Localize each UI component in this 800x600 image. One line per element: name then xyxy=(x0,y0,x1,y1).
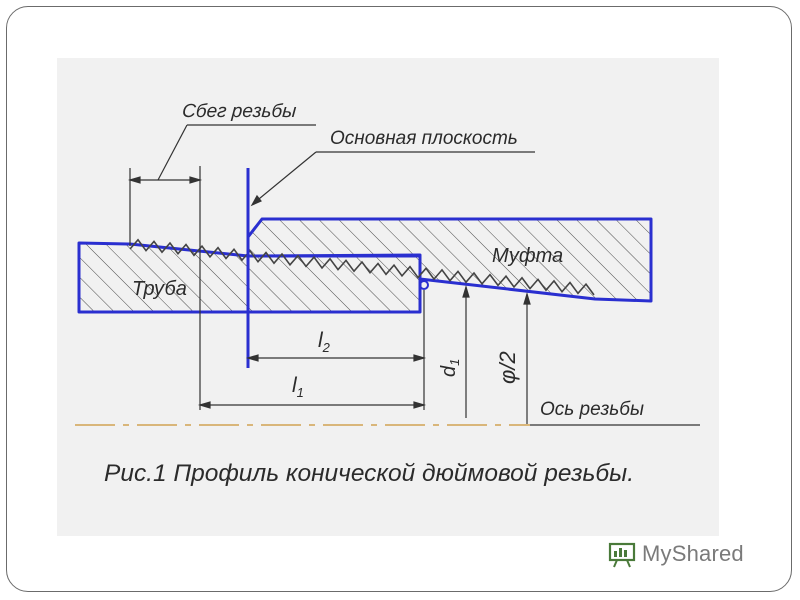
figure-caption: Рис.1 Профиль конической дюймовой резьбы… xyxy=(104,460,634,487)
pipe-label: Труба xyxy=(132,278,187,300)
l1-label: l1 xyxy=(292,374,304,400)
thread-axis-label: Ось резьбы xyxy=(540,399,644,420)
thread-runout-label: Сбег резьбы xyxy=(181,101,296,122)
presentation-board-icon xyxy=(608,542,636,568)
base-plane-leader xyxy=(250,151,535,207)
phi-half-dimension xyxy=(523,291,531,425)
thread-end-marker xyxy=(419,280,429,290)
d1-label: d1 xyxy=(438,359,462,377)
watermark-text: MyShared xyxy=(642,541,744,566)
base-plane-label: Основная плоскость xyxy=(330,128,518,149)
watermark: MyShared xyxy=(607,534,777,574)
coupling-label: Муфта xyxy=(492,245,563,267)
runout-dimension xyxy=(127,124,316,410)
l2-label: l2 xyxy=(318,329,331,355)
phi-half-label: φ/2 xyxy=(495,351,520,384)
d1-dimension xyxy=(462,284,470,418)
l1-dimension xyxy=(197,401,427,409)
l2-dimension xyxy=(245,290,427,410)
thread-profile-line xyxy=(129,238,595,296)
